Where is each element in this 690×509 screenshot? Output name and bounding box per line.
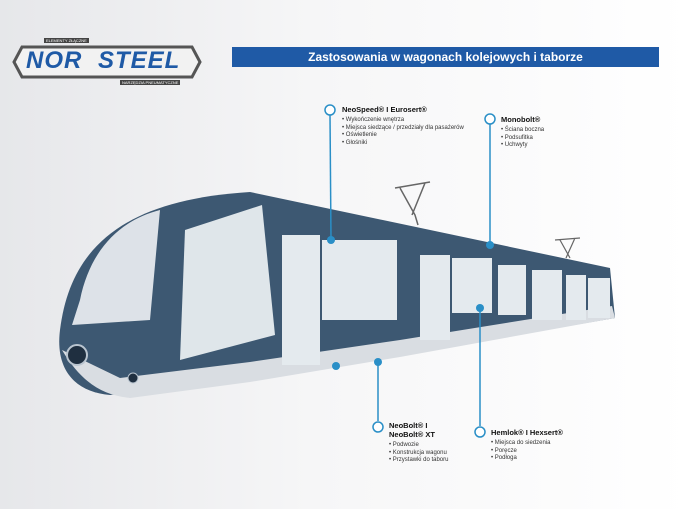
callout-dots [327,236,494,370]
list-item: Podwozie [389,442,448,450]
callout-title: Monobolt® [501,115,541,124]
list-item: Oświetlenie [342,132,464,140]
list-item: Wykończenie wnętrza [342,117,464,125]
callout-lines [324,104,496,438]
cab-window [180,205,275,360]
list-item: Podsufitka [501,135,544,143]
windshield [72,210,160,325]
pantograph-icon [554,237,581,259]
list-item: Przystawki do taboru [389,457,449,465]
callout-monobolt: Monobolt® Ściana bocznaPodsufitkaUchwyty [501,115,544,150]
headlight-icon [127,372,139,384]
callout-hemlok: Hemlok® I Hexsert® Miejsca do siedzeniaP… [491,428,563,463]
callout-title: NeoSpeed® I Eurosert® [342,105,427,114]
side-windows [282,235,610,365]
callout-title-line2: NeoBolt® XT [389,430,435,439]
callout-title: NeoBolt® I [389,421,428,430]
logo-bottom-tag: NARZĘDZIA PNEUMATYCZNE [120,80,181,85]
list-item: Ściana boczna [501,127,544,135]
logo-frame-icon [12,45,202,79]
callout-neobolt: NeoBolt® I NeoBolt® XT PodwozieKonstrukc… [389,421,448,465]
list-item: Miejsca siedzące / przedziały dla pasaże… [342,125,464,133]
list-item: Miejsca do siedzenia [491,440,563,448]
logo-steel: STEEL [98,47,181,74]
list-item: Głośniki [342,140,464,148]
page-title-banner: Zastosowania w wagonach kolejowych i tab… [232,47,659,67]
tram-skirt [62,306,615,398]
callout-neospeed: NeoSpeed® I Eurosert® Wykończenie wnętrz… [342,105,464,147]
list-item: Uchwyty [501,142,544,150]
logo: ELEMENTY ZŁĄCZNE NOR STEEL NARZĘDZIA PNE… [12,38,202,86]
logo-nor: NOR [26,47,83,74]
headlight-icon [66,344,88,366]
list-item: Podłoga [491,455,563,463]
list-item: Konstrukcja wagonu [389,450,448,458]
list-item: Poręcze [491,448,563,456]
callout-title: Hemlok® I Hexsert® [491,428,563,437]
logo-top-tag: ELEMENTY ZŁĄCZNE [44,38,89,43]
pantograph-icon [394,181,431,226]
